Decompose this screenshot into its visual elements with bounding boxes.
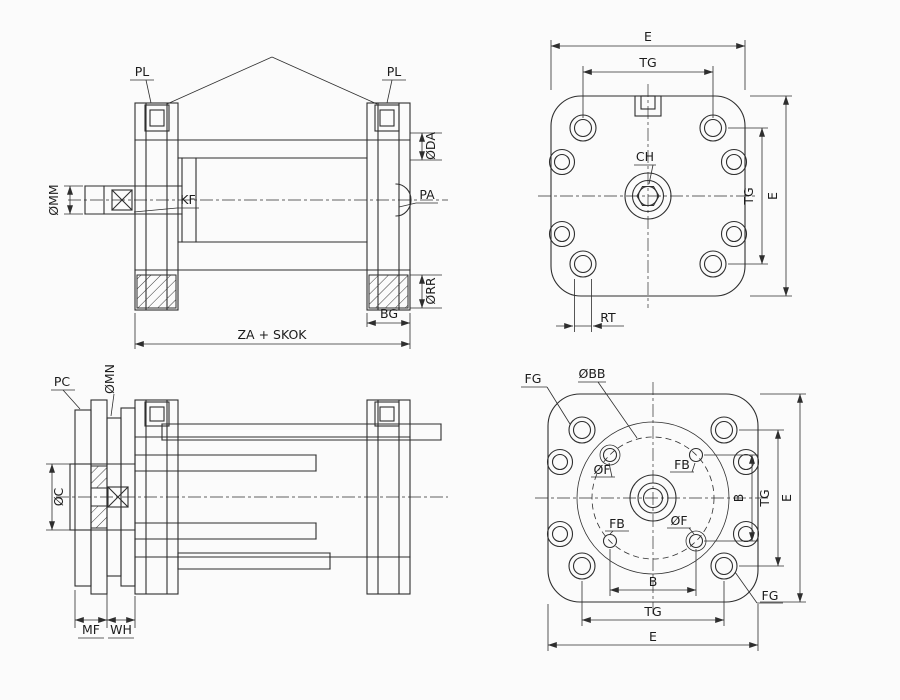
dimension-mf: MF	[74, 580, 108, 639]
label-fb-bl: FB	[609, 516, 625, 531]
label-omn: ØMN	[102, 364, 117, 394]
label-e-bottom: E	[649, 629, 657, 644]
dimension-za-skok: ZA + SKOK	[134, 313, 411, 349]
dimension-oda: ØDA	[410, 132, 442, 161]
dimension-tg-right: TG	[739, 429, 784, 567]
label-fg-top: FG	[525, 371, 542, 386]
callout-of-bottom-right: ØF	[667, 513, 695, 535]
callout-ch: CH	[634, 149, 656, 185]
keyway-mark	[107, 486, 129, 508]
label-tg-right2: TG	[757, 489, 772, 507]
callout-obb: ØBB	[578, 366, 638, 439]
dimension-e-top: E	[550, 29, 746, 90]
label-e-right2: E	[779, 494, 794, 502]
corner-holes	[568, 416, 738, 580]
label-bg: BG	[380, 306, 398, 321]
label-tg-bottom: TG	[643, 604, 661, 619]
port-block-left	[144, 401, 170, 427]
dimension-tg-right: TG	[728, 127, 768, 265]
label-orr: ØRR	[423, 277, 438, 305]
label-pl-right: PL	[387, 64, 402, 79]
label-of-br: ØF	[670, 513, 687, 528]
label-tg-right: TG	[741, 187, 756, 205]
dimension-tg-bottom: TG	[581, 581, 725, 626]
callout-fb-top-right: FB	[670, 457, 696, 473]
corner-holes	[569, 114, 727, 278]
view-front-top: CH E TG TG E	[538, 29, 792, 332]
label-pl-left: PL	[135, 64, 150, 79]
callout-pc: PC	[51, 374, 81, 410]
label-omm: ØMM	[46, 184, 61, 215]
label-fg-bottom: FG	[762, 588, 779, 603]
label-wh: WH	[110, 622, 132, 637]
dimension-b-bottom: B	[609, 549, 697, 596]
label-of-tl: ØF	[593, 462, 610, 477]
dimension-b-right: B	[704, 454, 758, 542]
hatch-left-flange	[136, 274, 177, 309]
callout-fb-bottom-left: FB	[605, 516, 629, 535]
left-head	[134, 102, 179, 311]
label-rt: RT	[600, 310, 616, 325]
dimension-e-right: E	[760, 393, 806, 603]
callout-kf: KF	[133, 192, 199, 213]
label-e-top: E	[644, 29, 652, 44]
edge-holes	[548, 148, 748, 248]
view-side-bottom: PC ØMN ØC MF WH	[46, 364, 448, 639]
label-b-right: B	[731, 494, 746, 503]
dimension-omm: ØMM	[46, 184, 83, 216]
label-obb: ØBB	[579, 366, 606, 381]
port-block-right	[374, 401, 400, 427]
hex-socket	[636, 185, 660, 207]
cylinder-body-section	[84, 102, 412, 311]
dimension-wh: WH	[106, 596, 136, 639]
flange-outline	[547, 393, 759, 603]
hatch-right-flange	[368, 274, 409, 309]
label-mf: MF	[82, 622, 100, 637]
callout-omn: ØMN	[102, 364, 117, 417]
label-pa: PA	[419, 187, 435, 202]
port-passage	[395, 183, 412, 217]
callout-pl-right: PL	[382, 64, 406, 104]
front-plate-stack	[69, 399, 136, 595]
hatch-lower	[90, 505, 108, 529]
port-block-left	[144, 104, 170, 132]
callout-pa: PA	[398, 187, 438, 208]
label-oda: ØDA	[423, 132, 438, 160]
label-kf: KF	[180, 192, 195, 207]
centering-boss	[69, 463, 92, 531]
dimension-e-bottom: E	[547, 604, 759, 651]
callout-of-top-left: ØF	[591, 462, 615, 478]
label-b-bottom: B	[649, 574, 658, 589]
cylinder-body-section	[134, 399, 411, 595]
dimension-oc: ØC	[46, 463, 70, 531]
right-head	[366, 399, 411, 595]
dimension-orr: ØRR	[410, 274, 442, 309]
port-block-right	[374, 104, 400, 132]
label-e-right: E	[765, 192, 780, 200]
dimension-e-right: E	[750, 95, 792, 297]
tie-rods	[134, 423, 442, 570]
dimension-tg-top: TG	[582, 55, 714, 118]
callout-fg-top: FG	[521, 371, 571, 425]
dimension-bg: BG	[366, 306, 411, 349]
body-profile-circle	[576, 421, 730, 575]
label-za-skok: ZA + SKOK	[237, 327, 307, 342]
view-side-top: PL PL ØMM KF PA ØD	[46, 56, 448, 349]
label-oc: ØC	[51, 487, 66, 506]
dimension-rt: RT	[556, 279, 624, 332]
hatch-upper	[90, 465, 108, 489]
label-pc: PC	[54, 374, 71, 389]
center-bore	[624, 172, 672, 220]
label-ch: CH	[636, 149, 654, 164]
bolt-circle-obb	[591, 436, 715, 560]
keyway-mark	[111, 189, 133, 211]
callout-fg-bottom: FG	[734, 571, 783, 604]
callout-pl-left: PL	[130, 56, 378, 105]
label-tg-top: TG	[638, 55, 656, 70]
label-fb-tr: FB	[674, 457, 690, 472]
center-bore	[629, 474, 677, 522]
view-front-bottom: FG ØBB ØF FB FB ØF F	[521, 366, 806, 651]
